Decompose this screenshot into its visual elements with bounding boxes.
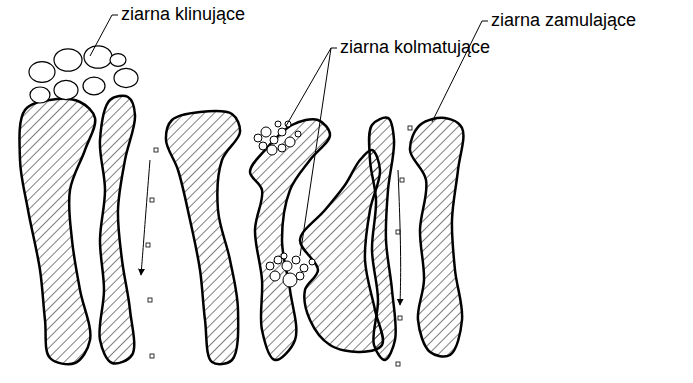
silting-grain <box>396 230 400 234</box>
wedging-grain <box>114 68 138 87</box>
leader-line <box>300 48 331 256</box>
silting-grain <box>150 354 154 358</box>
clogging-grain <box>278 128 286 136</box>
clogging-grain <box>270 271 280 281</box>
callout-label: ziarna kolmatujące <box>340 38 490 58</box>
silting-grain <box>148 298 152 302</box>
wedging-grain <box>83 77 105 95</box>
clogging-grain <box>282 261 292 271</box>
clogging-grain <box>266 262 274 270</box>
silting-grain <box>398 316 402 320</box>
clogging-grain <box>275 121 281 127</box>
wedging-grain <box>54 49 82 71</box>
flow-arrow <box>398 170 401 305</box>
wedging-grain <box>54 80 78 99</box>
clogging-grain <box>281 253 287 259</box>
clogging-grain <box>296 272 304 280</box>
clogging-grain <box>283 273 297 287</box>
callout-label: ziarna klinujące <box>121 5 245 25</box>
silting-grain <box>400 178 404 182</box>
silting-grain <box>408 126 412 130</box>
clogging-grain <box>278 144 286 152</box>
soil-grain <box>19 99 95 364</box>
wedging-grain <box>29 62 55 83</box>
clogging-grain <box>261 127 271 137</box>
soil-grain <box>369 118 396 360</box>
soil-grain <box>410 118 463 357</box>
clogging-grain <box>267 145 277 155</box>
wedging-grain <box>110 54 126 67</box>
clogging-grain <box>309 259 315 265</box>
leader-line <box>90 15 118 56</box>
clogging-grain <box>259 142 267 150</box>
soil-grain <box>300 150 383 352</box>
silting-grain <box>146 243 150 247</box>
clogging-grain <box>292 256 300 264</box>
soil-grain <box>99 96 135 364</box>
clogging-grain <box>295 131 301 137</box>
silting-grain <box>154 148 158 152</box>
flow-arrow <box>141 160 150 275</box>
clogging-grain <box>300 264 308 272</box>
clogging-grain <box>270 136 278 144</box>
clogging-grain <box>254 134 262 142</box>
clogging-grain <box>285 137 295 147</box>
callout-label: ziarna zamulające <box>491 11 636 31</box>
wedging-grain <box>84 46 112 68</box>
silting-grain <box>396 362 400 366</box>
leader-line <box>432 21 488 122</box>
wedging-grain <box>30 87 50 103</box>
soil-grain <box>166 111 240 364</box>
silting-grain <box>150 198 154 202</box>
